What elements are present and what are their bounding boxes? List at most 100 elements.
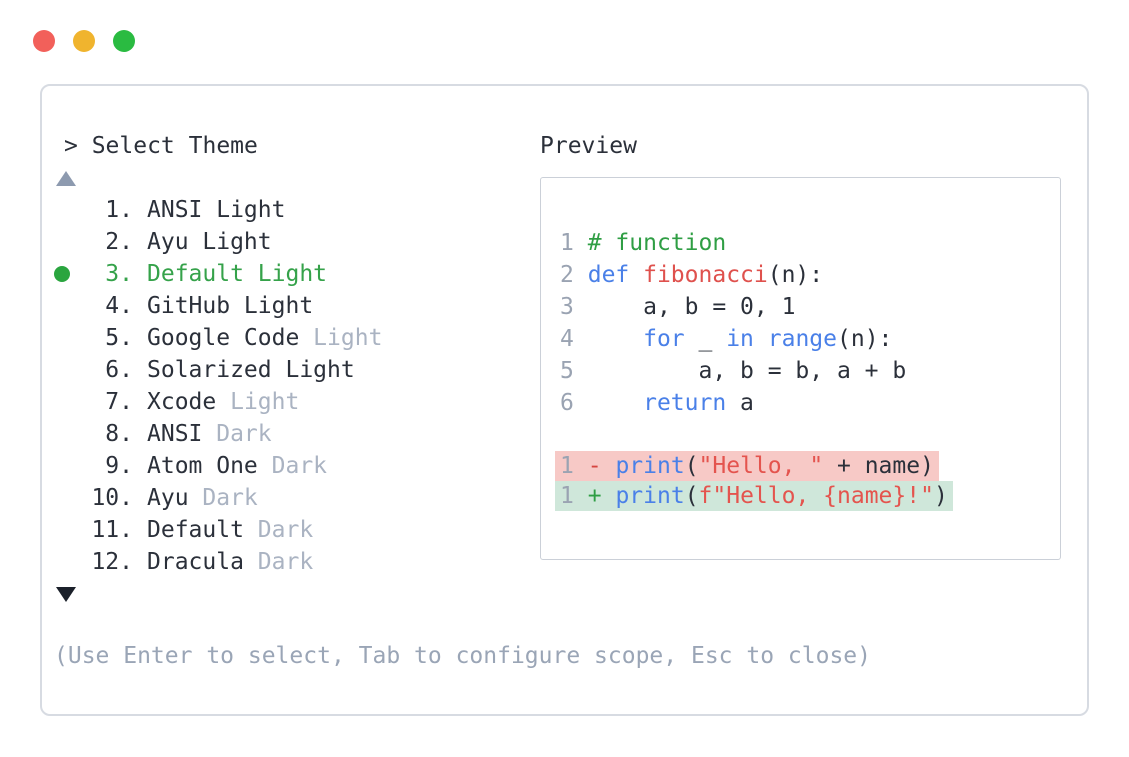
preview-title: Preview bbox=[540, 133, 637, 159]
code-token bbox=[588, 326, 643, 352]
code-line: 6 return a bbox=[560, 387, 1060, 419]
item-number: 11. bbox=[91, 517, 133, 543]
item-number: 7. bbox=[105, 389, 133, 415]
code-token bbox=[574, 483, 588, 509]
code-token: a, b = 0, 1 bbox=[587, 294, 796, 320]
theme-list-item[interactable]: 12. Dracula Dark bbox=[64, 546, 1087, 578]
line-number: 5 bbox=[560, 358, 574, 384]
theme-selector-dialog: > Select Theme 1. ANSI Light 2. Ayu Light 3.… bbox=[40, 84, 1089, 716]
theme-list: 1. ANSI Light 2. Ayu Light 3. Default Light 4.… bbox=[42, 194, 1087, 578]
item-name: Dracula Dark bbox=[147, 549, 314, 575]
item-number: 2. bbox=[105, 229, 133, 255]
item-number: 12. bbox=[91, 549, 133, 575]
code-token: in bbox=[726, 326, 754, 352]
code-token: print bbox=[615, 453, 685, 479]
item-name: ANSI Dark bbox=[147, 421, 272, 447]
item-number: 8. bbox=[105, 421, 133, 447]
help-text: (Use Enter to select, Tab to configure s… bbox=[54, 643, 871, 669]
item-name-variant: Light bbox=[299, 325, 383, 351]
code-token bbox=[574, 358, 588, 384]
scroll-up-control[interactable] bbox=[56, 162, 1087, 194]
code-token: range bbox=[767, 326, 838, 352]
line-number: 1 bbox=[560, 453, 574, 479]
item-name-variant: Light bbox=[216, 389, 300, 415]
theme-list-item[interactable]: 5.Google Code Light bbox=[64, 322, 1087, 354]
theme-prompt: > Select Theme bbox=[64, 133, 258, 159]
code-token bbox=[754, 326, 768, 352]
item-number: 4. bbox=[105, 293, 133, 319]
item-number: 1. bbox=[105, 197, 133, 223]
code-token: fibonacci bbox=[643, 262, 768, 288]
theme-list-item[interactable]: 10. Ayu Dark bbox=[64, 482, 1087, 514]
code-token: (n): bbox=[767, 262, 824, 288]
theme-list-item[interactable]: 2. Ayu Light bbox=[64, 226, 1087, 258]
diff-highlight: 1 + print(f"Hello, {name}!") bbox=[555, 481, 953, 511]
code-token: "Hello, " bbox=[698, 453, 824, 479]
line-number: 1 bbox=[560, 483, 574, 509]
code-token bbox=[574, 390, 588, 416]
line-number: 6 bbox=[560, 390, 574, 416]
item-name: Default Light bbox=[147, 261, 328, 287]
code-token bbox=[574, 294, 588, 320]
code-token: a, b = b, a + b bbox=[587, 358, 907, 384]
item-name-variant: Dark bbox=[188, 485, 258, 511]
item-name: Google Code Light bbox=[147, 325, 383, 351]
code-token: a bbox=[726, 390, 754, 416]
scroll-down-icon bbox=[56, 586, 76, 602]
selected-bullet-icon bbox=[54, 266, 70, 282]
traffic-light-minimize-button[interactable] bbox=[73, 30, 95, 52]
theme-list-item[interactable]: 7. Xcode Light bbox=[64, 386, 1087, 418]
item-name: GitHub Light bbox=[147, 293, 314, 319]
code-token: for bbox=[643, 326, 685, 352]
scroll-down-control[interactable] bbox=[56, 578, 1087, 610]
code-token: (n): bbox=[837, 326, 893, 352]
code-line: 1 # function bbox=[560, 227, 1060, 259]
item-name: Xcode Light bbox=[147, 389, 300, 415]
theme-list-item[interactable]: 4. GitHub Light bbox=[64, 290, 1087, 322]
item-name: Solarized Light bbox=[147, 357, 355, 383]
code-token: return bbox=[643, 390, 727, 416]
item-name-variant: Dark bbox=[243, 549, 314, 575]
traffic-light-close-button[interactable] bbox=[33, 30, 55, 52]
code-token bbox=[574, 326, 588, 352]
diff-line-removed: 1 - print("Hello, " + name) bbox=[555, 451, 1060, 481]
code-token: f"Hello, {name}!" bbox=[698, 483, 934, 509]
theme-list-item[interactable]: 9.Atom One Dark bbox=[64, 450, 1087, 482]
code-token bbox=[574, 262, 588, 288]
scroll-up-icon bbox=[56, 170, 76, 186]
theme-list-item[interactable]: 6. Solarized Light bbox=[64, 354, 1087, 386]
code-token: + name) bbox=[823, 453, 934, 479]
item-name: Ayu Dark bbox=[147, 485, 258, 511]
item-name: ANSI Light bbox=[147, 197, 286, 223]
item-number: 6. bbox=[105, 357, 133, 383]
code-token: ) bbox=[933, 483, 948, 509]
item-number: 10. bbox=[91, 485, 133, 511]
code-token bbox=[602, 453, 616, 479]
theme-list-item[interactable]: 11. Default Dark bbox=[64, 514, 1087, 546]
code-token: print bbox=[615, 483, 685, 509]
line-number: 4 bbox=[560, 326, 574, 352]
window-controls bbox=[33, 30, 135, 52]
code-line: 3 a, b = 0, 1 bbox=[560, 291, 1060, 323]
theme-list-item[interactable]: 3. Default Light bbox=[54, 258, 1087, 290]
line-number: 3 bbox=[560, 294, 574, 320]
theme-list-item[interactable]: 8. ANSI Dark bbox=[64, 418, 1087, 450]
code-line: 4 for _ in range(n): bbox=[560, 323, 1060, 355]
item-number: 3. bbox=[105, 261, 133, 287]
diff-highlight: 1 - print("Hello, " + name) bbox=[555, 451, 939, 481]
item-name: Ayu Light bbox=[147, 229, 272, 255]
code-token: ( bbox=[684, 453, 699, 479]
line-number: 1 bbox=[560, 230, 574, 256]
line-number: 2 bbox=[560, 262, 574, 288]
code-line: 2 def fibonacci(n): bbox=[560, 259, 1060, 291]
diff-line-added: 1 + print(f"Hello, {name}!") bbox=[555, 481, 1060, 511]
code-token bbox=[602, 483, 616, 509]
item-name-variant: Dark bbox=[257, 453, 328, 479]
code-token bbox=[588, 390, 643, 416]
code-token bbox=[574, 230, 588, 256]
traffic-light-maximize-button[interactable] bbox=[113, 30, 135, 52]
code-token bbox=[574, 453, 588, 479]
item-name: Default Dark bbox=[147, 517, 314, 543]
theme-list-item[interactable]: 1. ANSI Light bbox=[64, 194, 1087, 226]
diff-sign: + bbox=[587, 483, 602, 509]
